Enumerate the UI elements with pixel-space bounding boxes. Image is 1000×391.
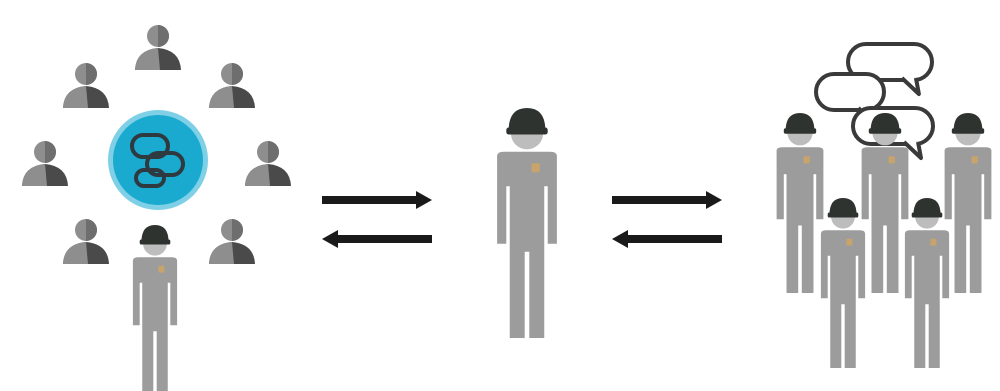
person-icon (135, 25, 181, 70)
arrow-left-icon (612, 230, 628, 248)
person-icon (63, 219, 109, 264)
badge-icon (846, 239, 852, 246)
bidirectional-arrows-icon (612, 191, 722, 248)
bidirectional-arrows-icon (322, 191, 432, 248)
worker-icon (945, 113, 992, 293)
badge-icon (889, 156, 895, 163)
worker-icon (777, 113, 824, 293)
arrow-left-icon (322, 230, 338, 248)
person-icon (209, 63, 255, 108)
arrow-right-icon (706, 191, 722, 209)
person-icon (209, 219, 255, 264)
person-icon (63, 63, 109, 108)
badge-icon (532, 163, 540, 172)
exchange-arrows-right (612, 191, 722, 248)
exchange-arrows-left (322, 191, 432, 248)
chat-circle-icon (108, 110, 208, 210)
individual-worker-group (497, 108, 557, 338)
worker-icon (497, 108, 557, 338)
team-group (777, 44, 992, 368)
arrow-right-icon (416, 191, 432, 209)
badge-icon (158, 266, 164, 273)
badge-icon (930, 239, 936, 246)
badge-icon (972, 156, 978, 163)
worker-icon (905, 198, 949, 368)
badge-icon (804, 156, 810, 163)
person-icon (245, 141, 291, 186)
worker-icon (821, 198, 865, 368)
person-icon (22, 141, 68, 186)
community-group (22, 25, 291, 391)
worker-icon (133, 225, 177, 391)
